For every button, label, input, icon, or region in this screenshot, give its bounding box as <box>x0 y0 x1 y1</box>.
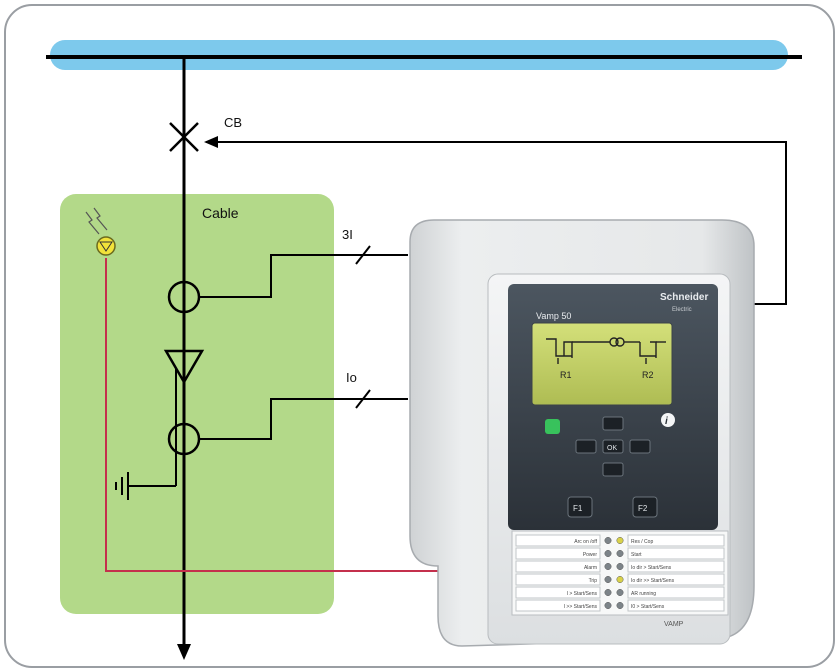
phase-ct-slash <box>355 245 371 265</box>
brand-logo-sub: Electric <box>672 307 692 313</box>
led-legend-row: Alarm Io dir > Start/Sens <box>515 560 725 573</box>
single-line-diagram: Cable CB 3I Io Schneider Ele <box>46 40 802 660</box>
key-f2-label: F2 <box>638 504 648 513</box>
ground-symbol <box>115 472 176 500</box>
arc-sensor <box>96 236 116 256</box>
key-ok[interactable] <box>602 439 624 454</box>
info-icon: i <box>665 416 668 427</box>
status-led <box>616 537 624 544</box>
info-button[interactable] <box>661 413 675 427</box>
led-label-left: Trip <box>589 578 598 584</box>
led-label-right: Res / Cop <box>631 539 653 545</box>
led-label-box-left <box>515 586 601 599</box>
model-label: Vamp 50 <box>536 311 571 321</box>
key-f1[interactable] <box>567 496 593 518</box>
key-down[interactable] <box>602 462 624 477</box>
led-label-right: Start <box>631 552 642 558</box>
earth-ct-slash <box>355 389 371 409</box>
status-led <box>604 602 612 609</box>
led-legend-row: Arc on /off Res / Cop <box>515 534 725 547</box>
status-led <box>604 550 612 557</box>
led-label-box-right <box>627 573 725 586</box>
led-label-right: AR running <box>631 591 656 597</box>
led-legend-row: I >> Start/Sens I0 > Start/Sens <box>515 599 725 612</box>
relay-footer-logo: VAMP <box>664 621 684 628</box>
trip-signal-line <box>206 141 787 305</box>
circuit-breaker-symbol <box>169 122 199 152</box>
lcd-mimic-diagram <box>546 337 666 364</box>
phase-current-label: 3I <box>342 227 353 242</box>
status-led <box>604 589 612 596</box>
led-label-left: I > Start/Sens <box>567 591 598 597</box>
status-led <box>604 563 612 570</box>
led-label-left: Power <box>583 552 598 558</box>
status-led <box>616 550 624 557</box>
diagram-frame: Cable CB 3I Io Schneider Ele <box>4 4 835 668</box>
feeder-arrow <box>177 644 191 660</box>
lcd-label-r2: R2 <box>642 370 654 380</box>
key-right[interactable] <box>629 439 651 454</box>
cable-zone-label: Cable <box>202 205 239 221</box>
led-legend-row: Power Start <box>515 547 725 560</box>
led-label-box-right <box>627 547 725 560</box>
led-label-right: Io dir >> Start/Sens <box>631 578 675 584</box>
led-label-left: I >> Start/Sens <box>564 604 598 610</box>
key-up[interactable] <box>602 416 624 431</box>
earth-ct-wire <box>199 398 408 440</box>
breaker-label: CB <box>224 115 242 130</box>
led-label-right: Io dir > Start/Sens <box>631 565 672 571</box>
led-label-box-right <box>627 586 725 599</box>
led-label-right: I0 > Start/Sens <box>631 604 665 610</box>
led-label-box-left <box>515 573 601 586</box>
led-label-box-right <box>627 560 725 573</box>
led-label-box-left <box>515 547 601 560</box>
status-led <box>616 602 624 609</box>
key-f1-label: F1 <box>573 504 583 513</box>
status-led <box>604 576 612 583</box>
earth-current-label: Io <box>346 370 357 385</box>
cable-zone <box>60 194 334 614</box>
lcd-display <box>531 322 673 406</box>
led-label-box-right <box>627 534 725 547</box>
led-label-box-left <box>515 534 601 547</box>
led-label-box-right <box>627 599 725 612</box>
led-label-left: Alarm <box>584 565 597 571</box>
cable-termination-symbol <box>163 349 205 385</box>
key-ok-label: OK <box>607 445 617 452</box>
lcd-label-r1: R1 <box>560 370 572 380</box>
led-legend-row: Trip Io dir >> Start/Sens <box>515 573 725 586</box>
key-f2[interactable] <box>632 496 658 518</box>
protection-relay: Schneider Electric Vamp 50 R1 R2 i OK <box>409 219 755 647</box>
led-label-box-left <box>515 599 601 612</box>
key-left[interactable] <box>575 439 597 454</box>
arc-sensor-wire <box>105 258 438 572</box>
brand-logo: Schneider <box>660 292 708 303</box>
power-led <box>545 419 560 434</box>
arc-sensor-inner <box>99 241 113 252</box>
led-legend-row: I > Start/Sens AR running <box>515 586 725 599</box>
status-led <box>616 589 624 596</box>
led-label-left: Arc on /off <box>574 539 597 545</box>
status-led <box>604 537 612 544</box>
phase-ct-wire <box>199 254 408 298</box>
status-led <box>616 563 624 570</box>
led-label-box-left <box>515 560 601 573</box>
trip-signal-arrow <box>204 136 218 148</box>
status-led <box>616 576 624 583</box>
light-rays-icon <box>85 207 108 235</box>
